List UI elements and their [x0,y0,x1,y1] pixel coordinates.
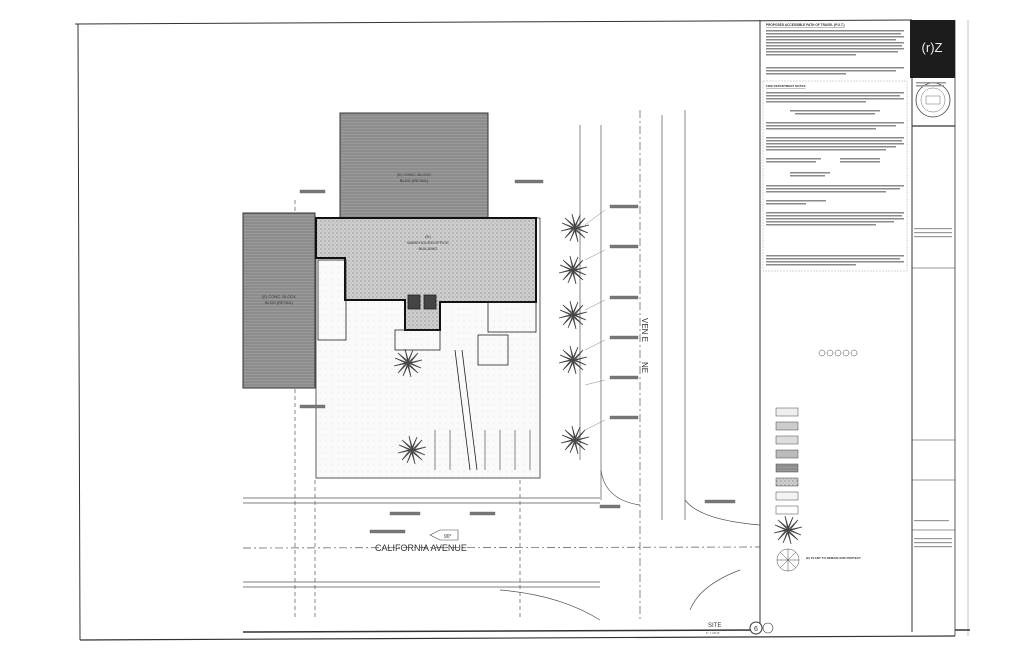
sheet-border [74,19,969,641]
existing-retail-building-north [339,112,489,219]
svg-text:6: 6 [754,626,758,633]
sheet-scale: 1" = 10'-0" [706,631,720,635]
architect-stamp [915,82,951,118]
street-label-california: CALIFORNIA AVENUE [375,543,467,553]
street-lines [242,110,761,621]
legend-palm-note: (E) PLANT TO REMAIN AND PROTECT [806,556,861,560]
retail-north-label-2: BLDG (RETAIL) [400,178,429,183]
building-label-1: (N) [425,234,431,239]
annotation-leaders [299,179,736,534]
existing-retail-building-west [242,212,316,389]
title-block-lines [912,125,970,631]
sheet-title: SITE [708,623,721,629]
angle-marker: 90° [429,529,459,541]
firm-logo: (r)Z [910,20,955,78]
svg-text:90°: 90° [444,534,452,540]
building-label-2: WAREHOUSE/OFFICE [407,240,449,245]
svg-text:PROPOSED ACCESSIBLE PATH OF TR: PROPOSED ACCESSIBLE PATH OF TRAVEL (P.O.… [766,23,845,27]
sheet-number-marker: 6 [749,621,774,635]
street-label-east-2: NE [640,362,649,373]
parking-stalls [434,430,531,470]
title-block-text [914,82,952,548]
svg-text:FIRE DEPARTMENT NOTES: FIRE DEPARTMENT NOTES [766,84,805,88]
retail-west-label-2: BLDG (RETAIL) [265,300,294,305]
retail-north-label-1: (E) CONC. BLOCK [397,172,431,177]
legend [773,349,858,572]
interior-rooms [317,259,537,471]
street-label-east-1: VEN E [640,318,649,342]
general-notes: PROPOSED ACCESSIBLE PATH OF TRAVEL (P.O.… [762,23,908,272]
retail-west-label-1: (E) CONC. BLOCK [262,294,296,299]
building-label-3: BUILDING [419,246,438,251]
svg-text:(r)Z: (r)Z [922,40,943,55]
